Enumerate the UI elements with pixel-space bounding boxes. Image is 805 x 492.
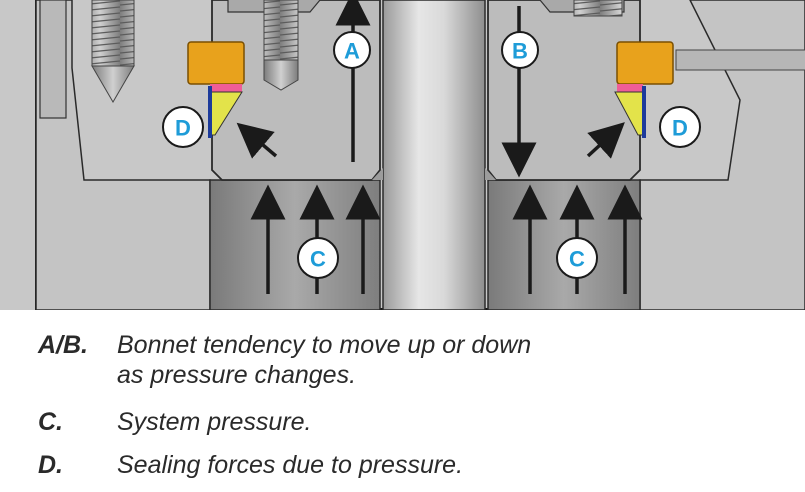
callout-c-right: C [556, 237, 598, 279]
left-inner-bolt [263, 0, 299, 61]
left-outer-bolt-tip [91, 65, 135, 103]
legend-key-c: C. [38, 408, 63, 436]
left-pressure-cavity [209, 179, 381, 310]
callout-d-left: D [162, 106, 204, 148]
arrow-d-left [236, 122, 278, 159]
valve-bonnet-cross-section: A B D D C C [0, 0, 805, 310]
legend-key-d: D. [38, 451, 63, 479]
left-inner-bolt-tip [263, 59, 299, 91]
svg-text:D: D [672, 116, 688, 141]
right-seal-blue [642, 86, 646, 138]
right-flange-groove [675, 49, 805, 71]
right-seal-pink [617, 84, 643, 92]
svg-text:D: D [175, 116, 191, 141]
left-seal-blue [208, 86, 212, 138]
svg-text:A: A [344, 39, 360, 64]
left-seal-pink [210, 84, 242, 92]
svg-text:C: C [310, 247, 326, 272]
left-flange-lip [39, 0, 67, 119]
right-gasket [616, 41, 674, 85]
callout-d-right: D [659, 106, 701, 148]
callout-b: B [501, 31, 539, 69]
legend-text-d: Sealing forces due to pressure. [117, 451, 464, 479]
arrow-d-right [586, 122, 625, 159]
svg-text:B: B [512, 39, 528, 64]
svg-text:C: C [569, 247, 585, 272]
stem-right-shoulder [485, 168, 496, 180]
valve-stem [382, 0, 486, 310]
right-inner-bolt [573, 0, 623, 17]
left-body-flange [35, 0, 211, 310]
legend-key-ab: A/B. [38, 331, 88, 359]
legend-text-ab-line2: as pressure changes. [117, 361, 357, 389]
legend: A/B. Bonnet tendency to move up or down … [0, 322, 805, 492]
stem-left-shoulder [372, 168, 383, 180]
callout-a: A [333, 31, 371, 69]
callout-c-left: C [297, 237, 339, 279]
left-gasket [187, 41, 245, 85]
left-outer-bolt [91, 0, 135, 67]
legend-text-c: System pressure. [117, 408, 312, 436]
legend-text-ab-line1: Bonnet tendency to move up or down [117, 331, 532, 359]
